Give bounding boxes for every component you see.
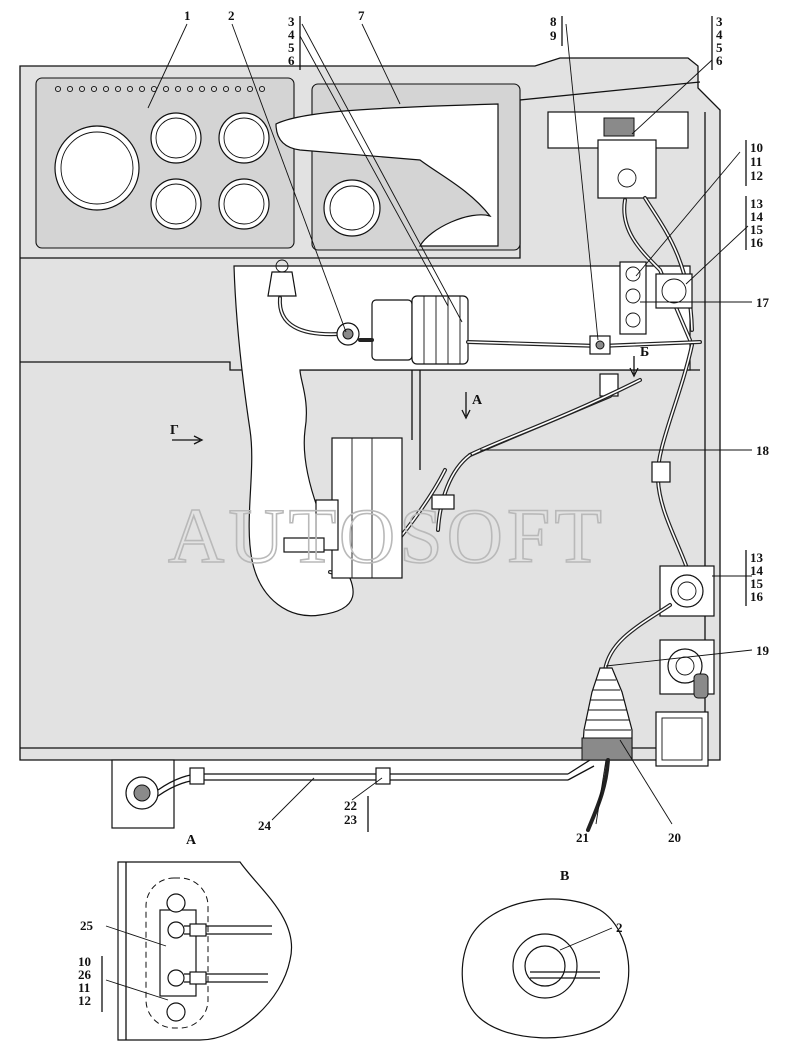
callout-3-right: 3 [716,14,723,29]
leader-lines [101,16,753,1012]
callout-6-left: 6 [288,53,295,68]
gauge-large [54,125,140,211]
harness-window [233,265,691,617]
callout-1: 1 [184,8,191,23]
callout-12-detail: 12 [78,993,91,1008]
callout-6-right: 6 [716,53,723,68]
callout-13-mid: 13 [750,550,764,565]
callout-5-left: 5 [288,40,295,55]
callout-15-mid: 15 [750,576,764,591]
lamp-socket [267,259,360,346]
view-label-b-arrow: Б [640,345,649,360]
cab-partitions [411,370,421,470]
callout-7: 7 [358,8,365,23]
callout-25: 25 [80,918,94,933]
callout-14-mid: 14 [750,563,764,578]
frame-box-bottom-right [655,711,709,767]
indicator-lamp-row [54,85,266,93]
gauge-top-right [218,112,270,164]
callout-11-detail: 11 [78,980,90,995]
view-label-a-arrow: А [472,393,483,408]
callout-19: 19 [756,643,770,658]
callout-26-detail: 26 [78,967,92,982]
callout-14-top: 14 [750,209,764,224]
callout-24: 24 [258,818,272,833]
gauge-steering [323,179,381,237]
view-label-g: Г [170,423,179,438]
callout-17: 17 [756,295,770,310]
callout-15-top: 15 [750,222,764,237]
callout-10: 10 [750,140,763,155]
callout-5-right: 5 [716,40,723,55]
callout-22: 22 [344,798,357,813]
corrugated-boot [581,667,633,761]
callout-23: 23 [344,812,358,827]
callout-11: 11 [750,154,762,169]
socket-13-16 [603,565,715,672]
callout-8: 8 [550,14,557,29]
bottom-pipe [111,758,610,832]
right-main-cable [651,343,694,592]
callout-4-right: 4 [716,27,723,42]
steering-panel [275,83,521,251]
callout-9: 9 [550,28,557,43]
socket-19 [659,639,715,699]
watermark: AUTOSOFT [168,492,606,579]
gauge-bottom-mid [150,178,202,230]
callout-16-mid: 16 [750,589,764,604]
main-connector [358,295,702,365]
detail-view-a [117,861,293,1041]
callout-2-detail-v: 2 [616,920,623,935]
callout-4-left: 4 [288,27,295,42]
callout-16-top: 16 [750,235,764,250]
view-label-a-detail: А [186,833,197,848]
instrument-panel [35,77,295,249]
gauge-top-mid [150,112,202,164]
callout-18: 18 [756,443,770,458]
callout-10-detail: 10 [78,954,91,969]
callout-13-top: 13 [750,196,764,211]
gauge-bottom-right [218,178,270,230]
callout-21: 21 [576,830,589,845]
detail-view-v [461,898,630,1039]
callout-20: 20 [668,830,681,845]
callout-2: 2 [228,8,235,23]
callout-3-left: 3 [288,14,295,29]
view-label-v-detail: В [560,869,569,884]
switch-unit-lower [283,437,403,579]
callout-12: 12 [750,168,763,183]
harness-clamp [589,335,611,355]
